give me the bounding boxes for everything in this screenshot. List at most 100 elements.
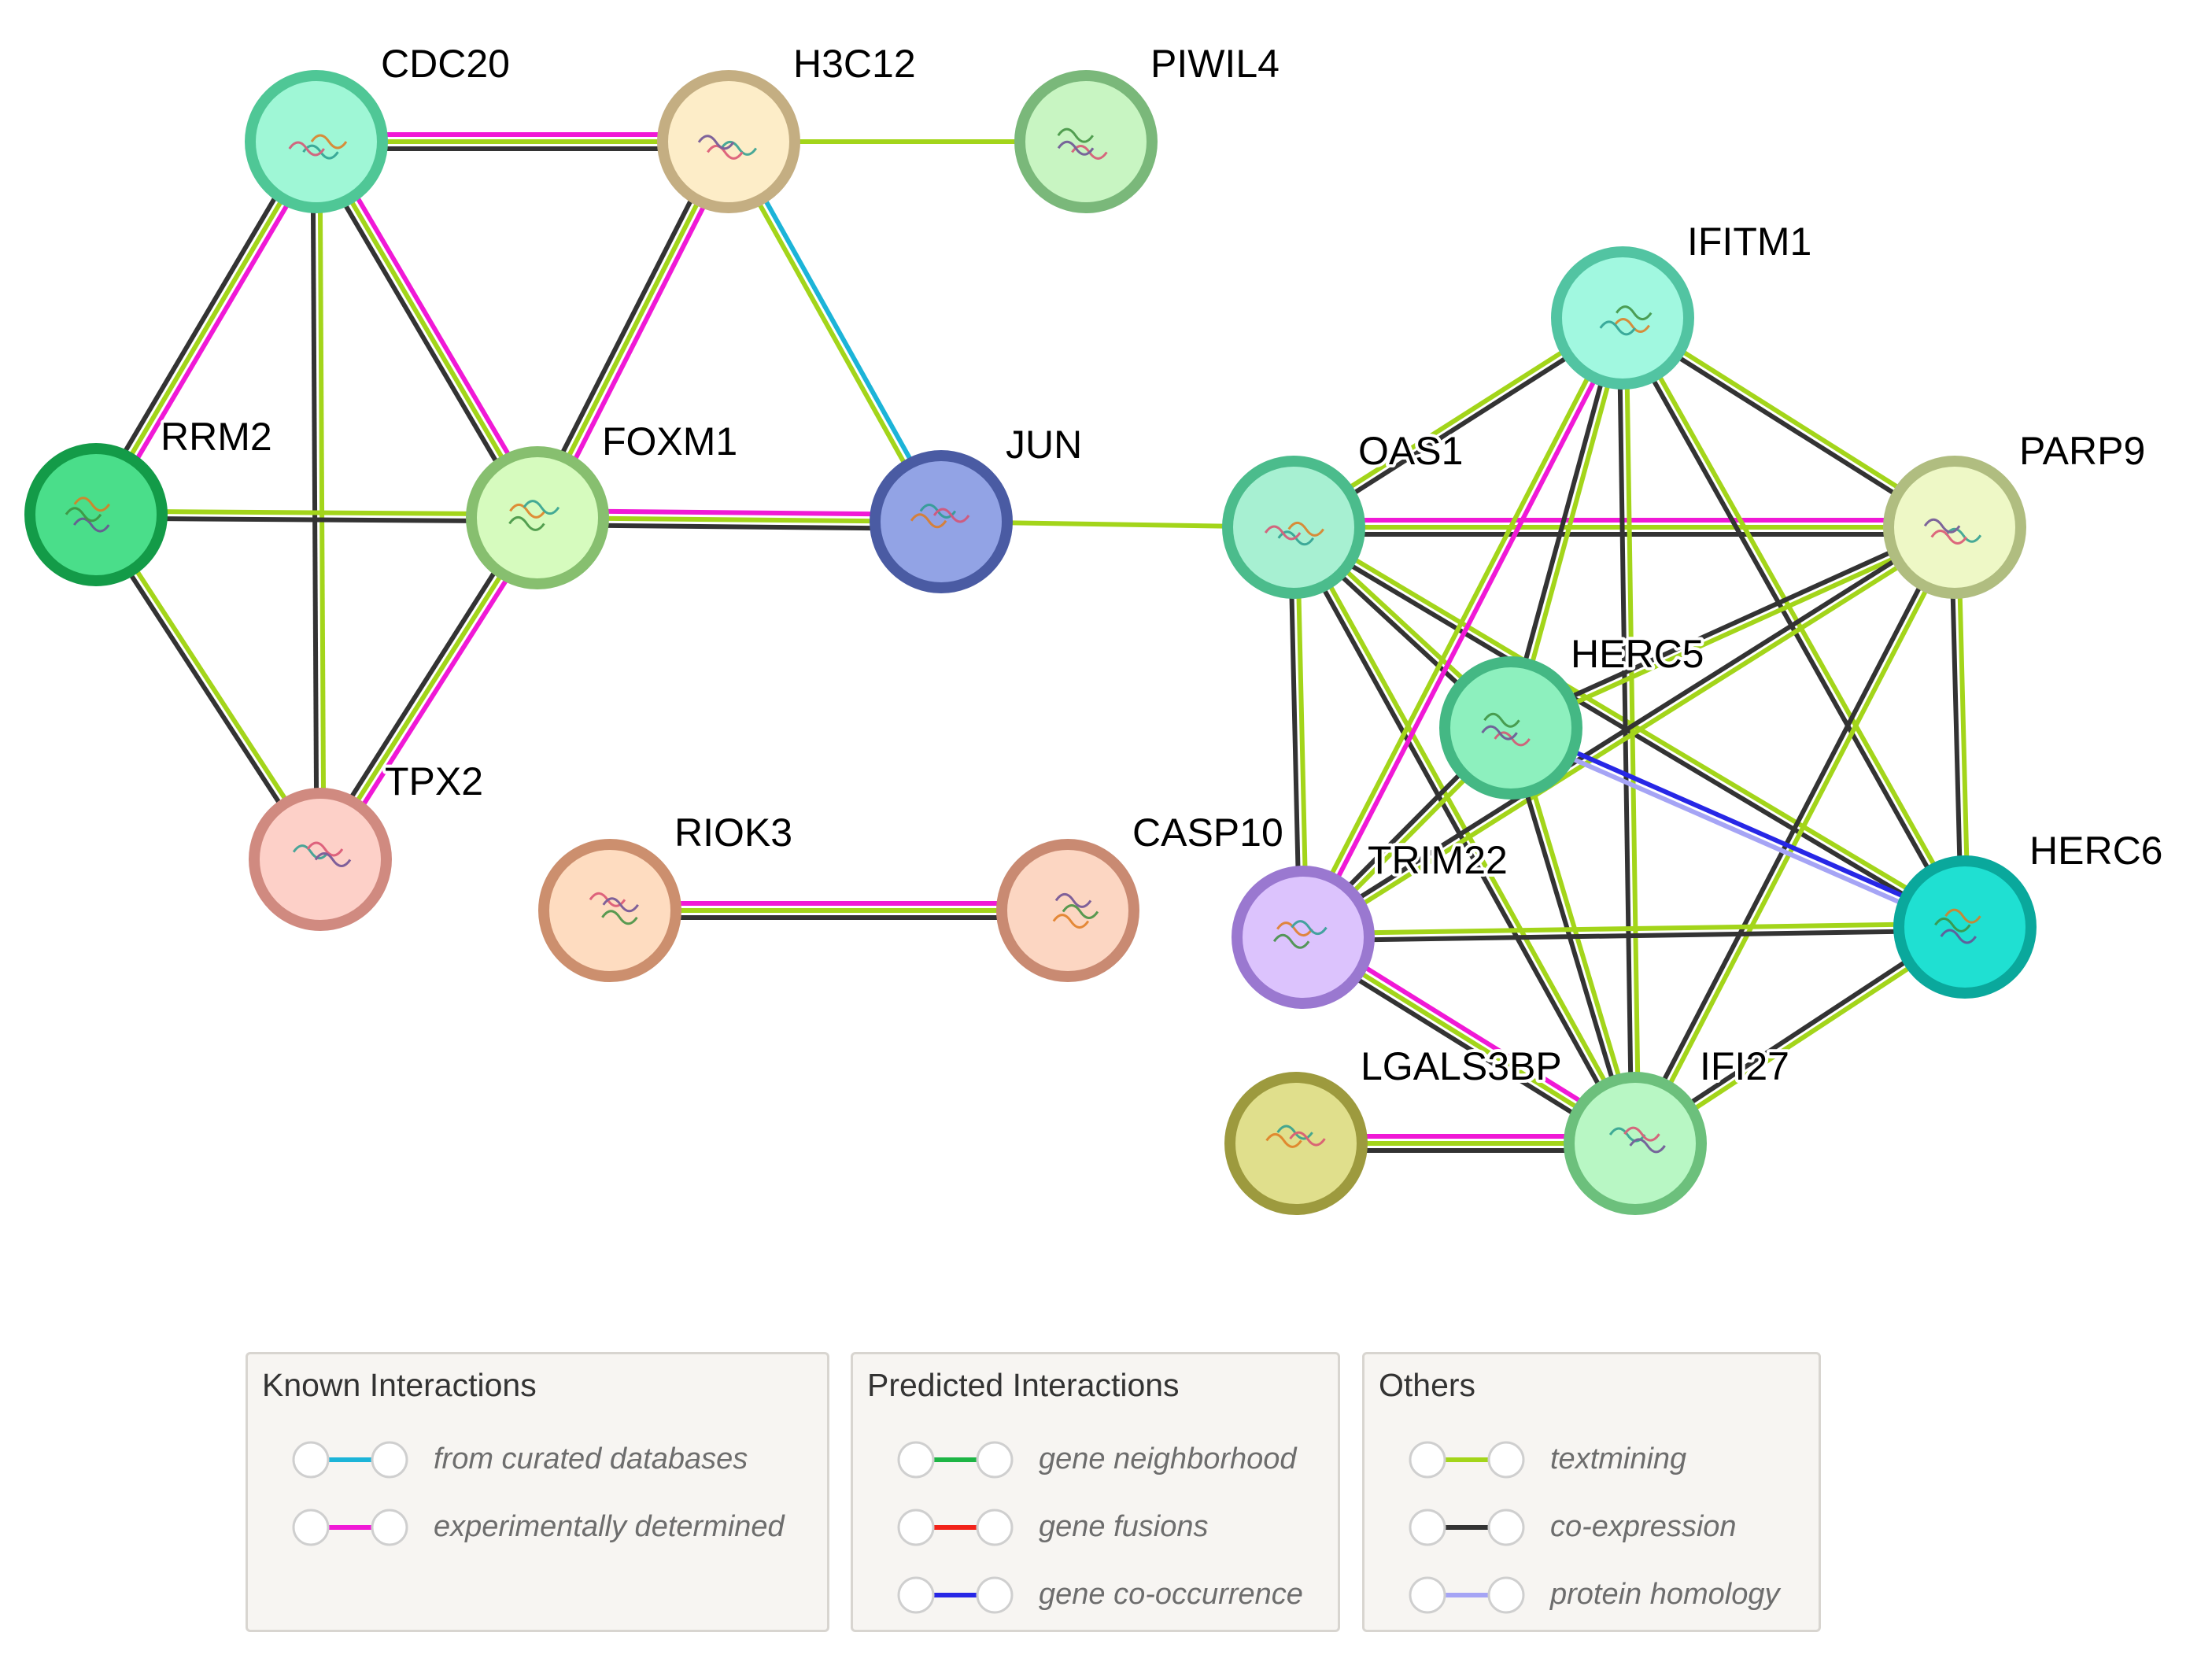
edge-line-textmining (1294, 524, 1641, 1143)
edge-line-textmining (723, 142, 940, 525)
edge-ifitm1-trim22[interactable] (1298, 315, 1628, 940)
edge-line-textmining (1298, 315, 1622, 937)
node-lgals3bp[interactable]: LGALS3BP (1224, 1041, 1565, 1215)
legend-item-co-expression: co-expression (1404, 1504, 1955, 1551)
node-herc6[interactable]: HERC6 (1893, 825, 2166, 999)
protein-structure-icon (1272, 920, 1328, 949)
legend-swatch-icon (892, 1504, 1018, 1551)
edge-trim22-herc6[interactable] (1302, 921, 1966, 944)
edge-line-coexpression (308, 144, 534, 523)
node-piwil4[interactable]: PIWIL4 (1014, 39, 1283, 213)
legend-label: experimentally determined (434, 1510, 785, 1543)
protein-structure-icon (1264, 521, 1324, 546)
node-label: CDC20 (381, 42, 510, 86)
node-label: H3C12 (793, 42, 916, 86)
node-label: HERC6 (2029, 829, 2162, 873)
node-oas1[interactable]: OAS1 (1222, 426, 1466, 599)
node-circle (1232, 866, 1375, 1009)
edge-line-coexpression (1508, 522, 1955, 727)
node-label: RIOK3 (674, 811, 792, 855)
legend-item-protein-homology: protein homology (1404, 1572, 1955, 1619)
node-circle (1551, 246, 1694, 390)
legend-title: Predicted Interactions (867, 1367, 1180, 1403)
protein-structure-icon (1052, 892, 1099, 929)
legend-swatch-icon (892, 1436, 1018, 1483)
legend-title: Others (1379, 1367, 1476, 1403)
protein-structure-icon (1481, 712, 1531, 747)
node-foxm1[interactable]: FOXM1 (466, 416, 740, 589)
node-casp10[interactable]: CASP10 (996, 807, 1287, 982)
edge-cdc20-tpx2[interactable] (310, 141, 327, 860)
edge-cdc20-rrm2[interactable] (87, 136, 325, 520)
legend-swatch-icon (1404, 1572, 1530, 1619)
edge-line-textmining (1636, 527, 1960, 1147)
edge-line-textmining (317, 141, 327, 859)
node-trim22[interactable]: TRIM22 (1232, 835, 1511, 1009)
edge-h3c12-jun[interactable] (723, 138, 947, 525)
protein-structure-icon (589, 892, 639, 925)
node-rrm2[interactable]: RRM2 (24, 412, 275, 586)
node-jun[interactable]: JUN (870, 419, 1085, 593)
node-label: LGALS3BP (1361, 1044, 1562, 1088)
edge-line-homology (1508, 729, 1965, 933)
protein-structure-icon (1265, 1125, 1326, 1148)
node-herc5[interactable]: HERC5 (1439, 629, 1707, 800)
protein-structure-icon (697, 135, 758, 160)
node-label: FOXM1 (602, 419, 737, 464)
protein-structure-icon (65, 497, 111, 533)
legend-item-textmining: textmining (1404, 1436, 1955, 1483)
legend-label: co-expression (1550, 1510, 1737, 1543)
legend-label: gene fusions (1039, 1510, 1209, 1543)
edge-line-cooccurrence (1511, 722, 1968, 926)
node-circle (870, 450, 1013, 593)
node-label: OAS1 (1358, 429, 1463, 473)
legend-swatch-icon (892, 1572, 1018, 1619)
node-label: PIWIL4 (1150, 42, 1280, 86)
edge-rrm2-foxm1[interactable] (95, 508, 538, 524)
edge-line-textmining (314, 140, 540, 519)
node-label: IFITM1 (1687, 220, 1811, 264)
legend-title: Known Interactions (262, 1367, 537, 1403)
legend-swatch-icon (1404, 1504, 1530, 1551)
protein-structure-icon (910, 504, 970, 529)
edge-line-textmining (1302, 921, 1965, 936)
protein-structure-icon (1057, 127, 1108, 160)
node-riok3[interactable]: RIOK3 (538, 807, 796, 982)
legend-item-curated-databases: from curated databases (287, 1436, 838, 1483)
node-ifi27[interactable]: IFI27 (1564, 1041, 1793, 1215)
node-label: CASP10 (1132, 811, 1283, 855)
edge-line-textmining (96, 508, 538, 517)
legend-swatch-icon (1404, 1436, 1530, 1483)
edge-line-curated (729, 138, 947, 522)
edge-cdc20-foxm1[interactable] (308, 136, 546, 523)
edge-oas1-ifi27[interactable] (1288, 524, 1641, 1147)
legend-label: protein homology (1550, 1578, 1780, 1611)
node-h3c12[interactable]: H3C12 (657, 39, 919, 213)
edge-herc5-herc6[interactable] (1508, 722, 1968, 933)
edge-line-textmining (94, 140, 319, 516)
node-parp9[interactable]: PARP9 (1883, 426, 2148, 599)
node-circle (1224, 1072, 1368, 1215)
edge-riok3-casp10[interactable] (610, 901, 1068, 920)
legend-item-gene-co-occurrence: gene co-occurrence (892, 1572, 1443, 1619)
edge-line-textmining (1511, 528, 1958, 733)
edge-line-coexpression (310, 142, 319, 860)
node-label: HERC5 (1571, 632, 1704, 676)
node-label: JUN (1006, 423, 1082, 467)
edge-line-coexpression (1303, 928, 1966, 944)
legend-label: textmining (1550, 1442, 1687, 1475)
node-ifitm1[interactable]: IFITM1 (1551, 216, 1815, 390)
protein-structure-icon (1934, 908, 1981, 944)
edge-parp9-ifi27[interactable] (1630, 524, 1960, 1147)
edge-line-coexpression (87, 136, 312, 512)
node-cdc20[interactable]: CDC20 (245, 39, 513, 213)
edge-parp9-herc5[interactable] (1508, 522, 1958, 733)
legend-others: Others textmining co-expression protein … (1362, 1352, 1821, 1632)
edge-line-coexpression (1300, 522, 1955, 936)
node-label: TPX2 (385, 759, 483, 803)
node-circle (1893, 855, 2037, 999)
edge-line-experimental (1304, 318, 1628, 940)
node-tpx2[interactable]: TPX2 (249, 756, 486, 931)
edge-parp9-trim22[interactable] (1300, 522, 1958, 943)
